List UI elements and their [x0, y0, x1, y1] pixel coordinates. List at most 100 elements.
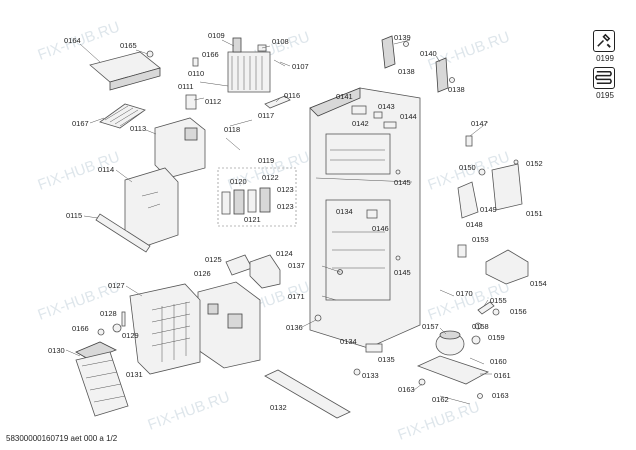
- label-0116: 0116: [284, 91, 300, 100]
- part-0163-drawing: [418, 378, 426, 386]
- part-0111-drawing: [199, 81, 229, 87]
- label-0117: 0117: [258, 111, 274, 120]
- document-footer: 58300000160719 aet 000 a 1/2: [6, 434, 118, 443]
- cabinet-drawing: [309, 87, 421, 349]
- label-0140: 0140: [420, 49, 437, 58]
- label-0111: 0111: [178, 82, 194, 91]
- label-0129: 0129: [122, 331, 139, 340]
- part-0163b-drawing: [477, 393, 483, 399]
- part-0145-drawing: [395, 169, 401, 175]
- label-0160: 0160: [490, 357, 507, 366]
- part-0125-drawing: [225, 254, 253, 276]
- label-0156: 0156: [510, 307, 527, 316]
- label-0167: 0167: [72, 119, 89, 128]
- label-0164: 0164: [64, 36, 81, 45]
- part-0165-drawing: [146, 50, 154, 58]
- label-0135: 0135: [378, 355, 395, 364]
- label-0137: 0137: [288, 261, 305, 270]
- label-0155: 0155: [490, 296, 507, 305]
- label-0119: 0119: [258, 156, 274, 165]
- part-0136-drawing: [314, 314, 322, 322]
- part-0132-drawing: [264, 369, 351, 419]
- label-0138b: 0138: [448, 85, 465, 94]
- label-0165: 0165: [120, 41, 137, 50]
- label-0139: 0139: [394, 33, 411, 42]
- part-0129-drawing: [112, 323, 122, 333]
- label-0128: 0128: [100, 309, 117, 318]
- label-0125: 0125: [205, 255, 222, 264]
- label-0130: 0130: [48, 346, 65, 355]
- part-0117-drawing: [229, 119, 253, 127]
- part-0145b-drawing: [395, 255, 401, 261]
- label-0110: 0110: [188, 69, 204, 78]
- part-0126-drawing: [197, 281, 261, 369]
- label-0161: 0161: [494, 371, 511, 380]
- part-0156-drawing: [492, 308, 500, 316]
- part-0139-drawing: [381, 35, 396, 69]
- part-0154-drawing: [485, 249, 529, 285]
- label-0171: 0171: [288, 292, 305, 301]
- label-0122: 0122: [262, 173, 279, 182]
- label-0166: 0166: [202, 50, 219, 59]
- part-0124-drawing: [249, 254, 281, 289]
- label-0126: 0126: [194, 269, 211, 278]
- label-0170: 0170: [456, 289, 473, 298]
- label-0112: 0112: [205, 97, 221, 106]
- part-0133-drawing: [353, 368, 361, 376]
- part-0113-drawing: [154, 117, 206, 179]
- label-0163b: 0163: [492, 391, 509, 400]
- part-0157-drawing: [435, 330, 465, 356]
- part-0127-drawing: [129, 283, 201, 375]
- label-0154: 0154: [530, 279, 547, 288]
- label-0141: 0141: [336, 92, 353, 101]
- part-0162-drawing: [439, 395, 471, 405]
- label-0127: 0127: [108, 281, 125, 290]
- label-0148: 0148: [466, 220, 483, 229]
- part-0158-drawing: [474, 322, 482, 330]
- label-0107: 0107: [292, 62, 309, 71]
- part-0166b-drawing: [97, 328, 105, 336]
- part-0144-drawing: [383, 121, 397, 129]
- label-0118: 0118: [224, 125, 240, 134]
- part-0141-drawing: [351, 105, 367, 115]
- watermark-text: FIX-HUB.RU: [396, 398, 482, 443]
- label-0158: 0158: [472, 322, 489, 331]
- label-0136: 0136: [286, 323, 303, 332]
- part-0166-drawing: [192, 57, 199, 67]
- part-0112-drawing: [185, 94, 197, 110]
- label-0109: 0109: [208, 31, 225, 40]
- label-0152: 0152: [526, 159, 543, 168]
- part-0161-drawing: [416, 355, 489, 385]
- label-0150: 0150: [459, 163, 476, 172]
- label-0138: 0138: [398, 67, 415, 76]
- wrench-screwdriver-icon: [593, 30, 615, 52]
- part-0143-drawing: [373, 111, 383, 119]
- part-0118-drawing: [225, 137, 241, 151]
- coil-icon-glyph: [595, 71, 612, 84]
- label-0159: 0159: [488, 333, 505, 342]
- coil-icon: [593, 67, 615, 89]
- label-0144: 0144: [400, 112, 417, 121]
- part-0130-drawing: [75, 341, 129, 417]
- label-0124: 0124: [276, 249, 293, 258]
- label-0147: 0147: [471, 119, 488, 128]
- part-0138-drawing: [403, 41, 409, 47]
- label-0108: 0108: [272, 37, 289, 46]
- leader-lines: [65, 39, 492, 391]
- label-0132: 0132: [270, 403, 287, 412]
- label-0114: 0114: [98, 165, 114, 174]
- part-0115-drawing: [95, 213, 151, 253]
- part-0135-drawing: [365, 343, 383, 353]
- part-0147-drawing: [465, 135, 473, 147]
- label-0146: 0146: [372, 224, 389, 233]
- label-0166b: 0166: [72, 324, 89, 333]
- label-0157: 0157: [422, 322, 439, 331]
- part-0107-drawing: [273, 59, 286, 67]
- label-0113: 0113: [130, 124, 146, 133]
- label-0120: 0120: [230, 177, 247, 186]
- part-0150-drawing: [478, 168, 486, 176]
- part-0146-drawing: [366, 209, 378, 219]
- label-0134: 0134: [336, 207, 353, 216]
- part-0160-drawing: [469, 357, 485, 365]
